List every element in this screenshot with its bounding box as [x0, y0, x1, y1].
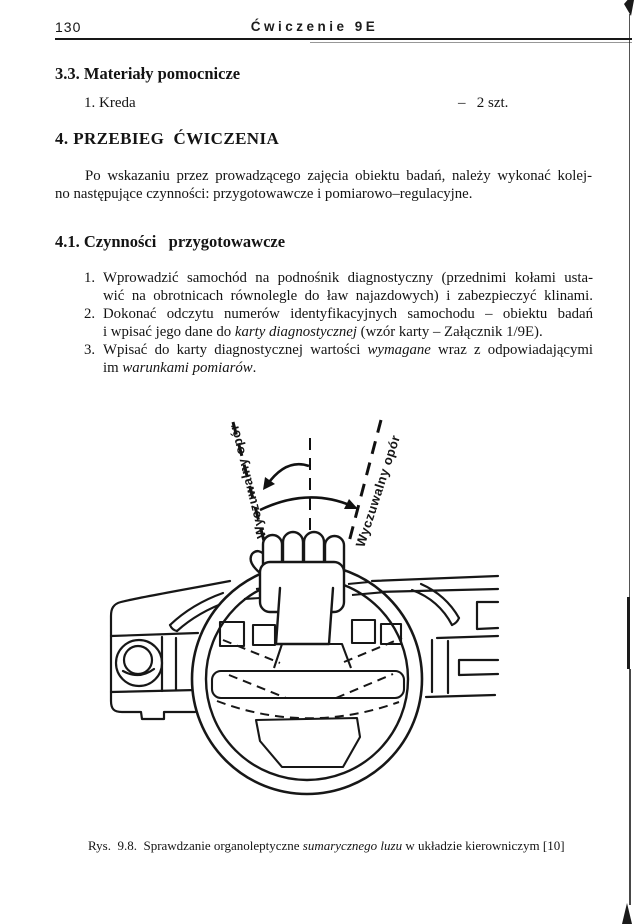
- hand: [249, 530, 346, 646]
- text-segment: Wpisać do karty diagnostycznej wartości: [103, 342, 368, 359]
- list-item-line: im warunkami pomiarów.: [103, 359, 593, 377]
- list-item: 3. Wpisać do karty diagnostycznej wartoś…: [84, 341, 593, 377]
- paragraph-line: no następujące czynności: przygotowawcze…: [55, 186, 473, 203]
- list-item-line: Wpisać do karty diagnostycznej wartości …: [103, 341, 593, 359]
- caption-segment: w układzie kierowniczym [10]: [402, 838, 565, 853]
- page-number: 130: [55, 19, 82, 35]
- dashboard-vent: [457, 658, 500, 677]
- text-segment: (wzór karty – Załącznik 1/9E).: [356, 324, 543, 341]
- scan-artifact-top: [624, 0, 634, 16]
- arrow-arc-left: [265, 462, 310, 486]
- scan-artifact-edge-line: [629, 669, 631, 905]
- running-header-title: Ćwiczenie 9E: [250, 19, 379, 34]
- text-segment: im: [103, 360, 123, 377]
- scan-artifact-edge-line: [627, 597, 630, 669]
- section-4-heading: 4. PRZEBIEG ĆWICZENIA: [55, 129, 280, 148]
- dashboard-vent: [475, 600, 500, 631]
- list-item-line: wić na obrotnicach równolegle do ław naj…: [103, 288, 593, 305]
- wrist: [274, 586, 335, 646]
- list-item: 2. Dokonać odczytu numerów identyfikacyj…: [84, 305, 593, 341]
- section-4-1-heading: 4.1. Czynności przygotowawcze: [55, 232, 286, 251]
- italic-term: wymagane: [367, 342, 431, 359]
- right-stalk: [410, 588, 454, 627]
- list-item-number: 1.: [84, 270, 96, 286]
- paragraph-line: Po wskazaniu przez prowadzącego zajęcia …: [85, 168, 592, 184]
- arrowhead-left: [263, 477, 275, 490]
- caption-segment: Rys. 9.8. Sprawdzanie organoleptyczne: [88, 838, 303, 853]
- wheel-lower-pad: [254, 716, 362, 769]
- wheel-spoke-bar: [210, 669, 406, 700]
- header-rule: [55, 38, 632, 40]
- preparatory-steps-list: 1. Wprowadzić samochód na podnośnik diag…: [84, 269, 593, 378]
- section-3-3-heading: 3.3. Materiały pomocnicze: [55, 64, 241, 83]
- header-rule-shadow: [310, 42, 632, 43]
- arrowhead-right: [344, 499, 358, 509]
- caption-italic-term: sumarycznego luzu: [302, 838, 403, 853]
- list-item-number: 2.: [84, 306, 96, 323]
- left-stalk: [168, 591, 225, 627]
- steering-wheel-drawing: Wyczuwalny opór Wyczuwalny opór: [109, 419, 500, 796]
- italic-term: karty diagnostycznej: [234, 324, 357, 341]
- list-item-line: i wpisać jego dane do karty diagnostyczn…: [103, 323, 593, 341]
- figure-caption: Rys. 9.8. Sprawdzanie organoleptyczne su…: [88, 838, 565, 854]
- materials-item-label: 1. Kreda: [84, 95, 136, 111]
- scan-artifact-bottom: [622, 903, 632, 924]
- list-item: 1. Wprowadzić samochód na podnośnik diag…: [84, 269, 593, 305]
- figure-label-left: Wyczuwalny opór: [226, 423, 269, 540]
- materials-item-quantity: – 2 szt.: [458, 95, 509, 111]
- list-item-line: Wprowadzić samochód na podnośnik diagnos…: [103, 270, 593, 286]
- list-item-number: 3.: [84, 342, 96, 359]
- italic-term: warunkami pomiarów: [122, 360, 253, 377]
- scan-artifact-edge-line: [629, 14, 630, 597]
- procedure-paragraph: Po wskazaniu przez prowadzącego zajęcia …: [55, 167, 592, 203]
- text-segment: wraz z odpowiadającymi: [430, 342, 593, 359]
- text-segment: .: [252, 360, 257, 377]
- steering-wheel: [190, 562, 424, 796]
- dashboard-drawing: [109, 574, 500, 721]
- arrow-arc-right: [259, 496, 353, 512]
- text-segment: i wpisać jego dane do: [103, 324, 235, 341]
- wheel-play-ghost-lines: [216, 637, 403, 720]
- figure-label-right: Wyczuwalny opór: [353, 433, 403, 549]
- list-item-line: Dokonać odczytu numerów identyfikacyjnyc…: [103, 306, 593, 323]
- figure-9-8: Wyczuwalny opór Wyczuwalny opór: [90, 410, 560, 830]
